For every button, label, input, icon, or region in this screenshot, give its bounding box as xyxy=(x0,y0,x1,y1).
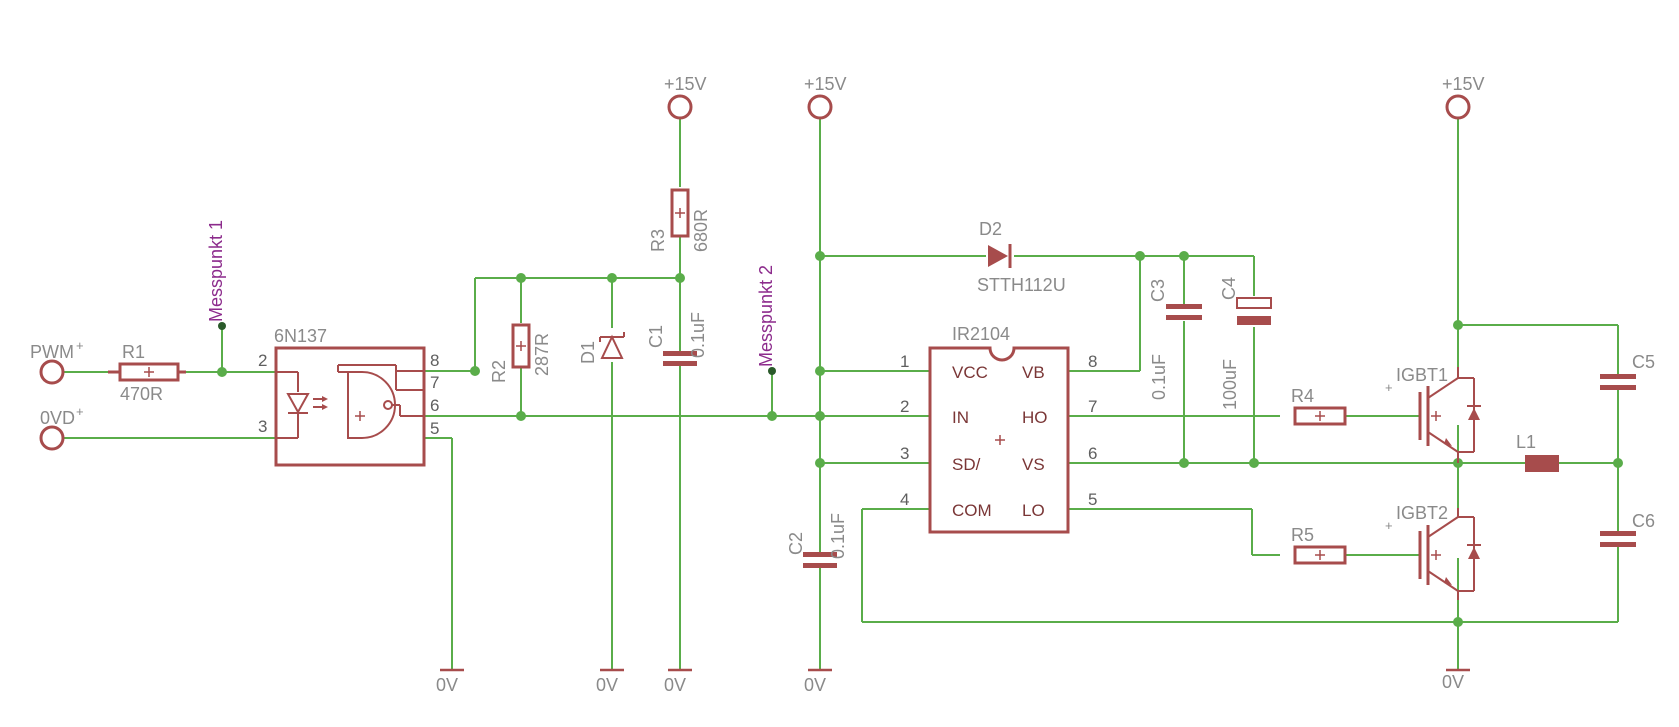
component-name: C3 xyxy=(1148,279,1168,302)
pin-number: 8 xyxy=(430,351,439,370)
pin-number: 4 xyxy=(900,490,909,509)
ground-symbol-5: 0V xyxy=(1442,668,1470,692)
component-value: 0.1uF xyxy=(828,513,848,559)
component-value: 680R xyxy=(691,209,711,252)
pin-number: 2 xyxy=(258,351,267,370)
port-label: 0VD xyxy=(40,408,75,428)
pin-label: VS xyxy=(1022,455,1045,474)
ground-label: 0V xyxy=(596,675,618,695)
ground-label: 0V xyxy=(1442,672,1464,692)
component-value: 0.1uF xyxy=(1149,354,1169,400)
component-name: D2 xyxy=(979,219,1002,239)
diode-d2: D2 STTH112U xyxy=(977,219,1066,295)
pin-number: 7 xyxy=(1088,397,1097,416)
optocoupler-6n137: 6N137 2 3 8 7 6 5 xyxy=(258,326,439,467)
supply-vcc2: +15V xyxy=(804,74,847,120)
component-name: IGBT2 xyxy=(1396,503,1448,523)
pin-label: VCC xyxy=(952,363,988,382)
wires xyxy=(60,115,1619,670)
driver-name: IR2104 xyxy=(952,324,1010,344)
pin-number: 8 xyxy=(1088,352,1097,371)
port-pwm: PWM + xyxy=(30,338,84,385)
pin-label: COM xyxy=(952,501,992,520)
pin-number: 2 xyxy=(900,397,909,416)
capacitor-c3: C3 0.1uF xyxy=(1148,279,1202,400)
ground-symbol-2: 0V xyxy=(596,668,624,695)
capacitor-c5: C5 xyxy=(1600,352,1655,390)
pin-number: 5 xyxy=(430,419,439,438)
component-name: R4 xyxy=(1291,386,1314,406)
port-ovd: 0VD + xyxy=(39,404,84,451)
supply-label: +15V xyxy=(1442,74,1485,94)
supply-label: +15V xyxy=(804,74,847,94)
component-value: 287R xyxy=(532,333,552,376)
pin-label: VB xyxy=(1022,363,1045,382)
resistor-r4: R4 xyxy=(1291,386,1347,426)
igbt1-transistor: IGBT1 + xyxy=(1385,365,1481,463)
pin-number: 1 xyxy=(900,352,909,371)
component-name: L1 xyxy=(1516,432,1536,452)
ground-label: 0V xyxy=(804,675,826,695)
component-name: D1 xyxy=(578,341,598,364)
supply-vcc1: +15V xyxy=(664,74,707,120)
pin-number: 7 xyxy=(430,373,439,392)
component-name: R1 xyxy=(122,342,145,362)
electrolytic-capacitor-c4: C4 100uF xyxy=(1219,277,1272,410)
igbt2-transistor: IGBT2 + xyxy=(1385,503,1481,600)
pin-label: HO xyxy=(1022,408,1048,427)
component-name: C5 xyxy=(1632,352,1655,372)
capacitor-c1: C1 0.1uF xyxy=(646,312,708,366)
ground-label: 0V xyxy=(436,675,458,695)
component-name: C1 xyxy=(646,325,666,348)
supply-label: +15V xyxy=(664,74,707,94)
component-name: R2 xyxy=(489,360,509,383)
ground-symbol-1: 0V xyxy=(436,668,464,695)
pin-number: 6 xyxy=(430,396,439,415)
measure-point-label: Messpunkt 1 xyxy=(206,220,226,322)
capacitor-c2: C2 0.1uF xyxy=(786,513,848,568)
optocoupler-name: 6N137 xyxy=(274,326,327,346)
zener-diode-d1: D1 xyxy=(578,332,625,364)
component-name: IGBT1 xyxy=(1396,365,1448,385)
origin-cross: + xyxy=(76,338,84,353)
origin-cross: + xyxy=(1385,518,1393,533)
resistor-r5: R5 xyxy=(1291,525,1347,565)
component-value: STTH112U xyxy=(977,275,1066,295)
component-value: 470R xyxy=(120,384,163,404)
pin-number: 6 xyxy=(1088,444,1097,463)
pin-label: SD/ xyxy=(952,455,981,474)
ground-symbol-4: 0V xyxy=(804,668,832,695)
measure-point-1: Messpunkt 1 xyxy=(206,220,226,330)
ground-label: 0V xyxy=(664,675,686,695)
measure-point-label: Messpunkt 2 xyxy=(756,265,776,367)
pin-label: LO xyxy=(1022,501,1045,520)
port-label: PWM xyxy=(30,342,74,362)
resistor-r3: R3 680R xyxy=(648,188,711,252)
pin-number: 5 xyxy=(1088,490,1097,509)
component-value: 100uF xyxy=(1220,359,1240,410)
junctions xyxy=(217,251,1623,627)
component-name: C4 xyxy=(1219,277,1239,300)
component-value: 0.1uF xyxy=(688,312,708,358)
supply-vcc3: +15V xyxy=(1442,74,1485,120)
component-name: C2 xyxy=(786,532,806,555)
pin-label: IN xyxy=(952,408,969,427)
resistor-r2: R2 287R xyxy=(489,323,552,383)
component-name: R3 xyxy=(648,229,668,252)
origin-cross: + xyxy=(1385,380,1393,395)
origin-cross: + xyxy=(76,404,84,419)
component-name: C6 xyxy=(1632,511,1655,531)
pin-number: 3 xyxy=(258,417,267,436)
measure-point-2: Messpunkt 2 xyxy=(756,265,776,375)
inductor-l1: L1 xyxy=(1516,432,1559,472)
capacitor-c6: C6 xyxy=(1600,511,1655,547)
gate-driver-ir2104: IR2104 1 VCC 2 IN 3 SD/ 4 COM 8 VB 7 HO … xyxy=(900,324,1097,534)
pin-number: 3 xyxy=(900,444,909,463)
resistor-r1: R1 470R xyxy=(108,342,186,404)
component-name: R5 xyxy=(1291,525,1314,545)
ground-symbol-3: 0V xyxy=(664,668,692,695)
